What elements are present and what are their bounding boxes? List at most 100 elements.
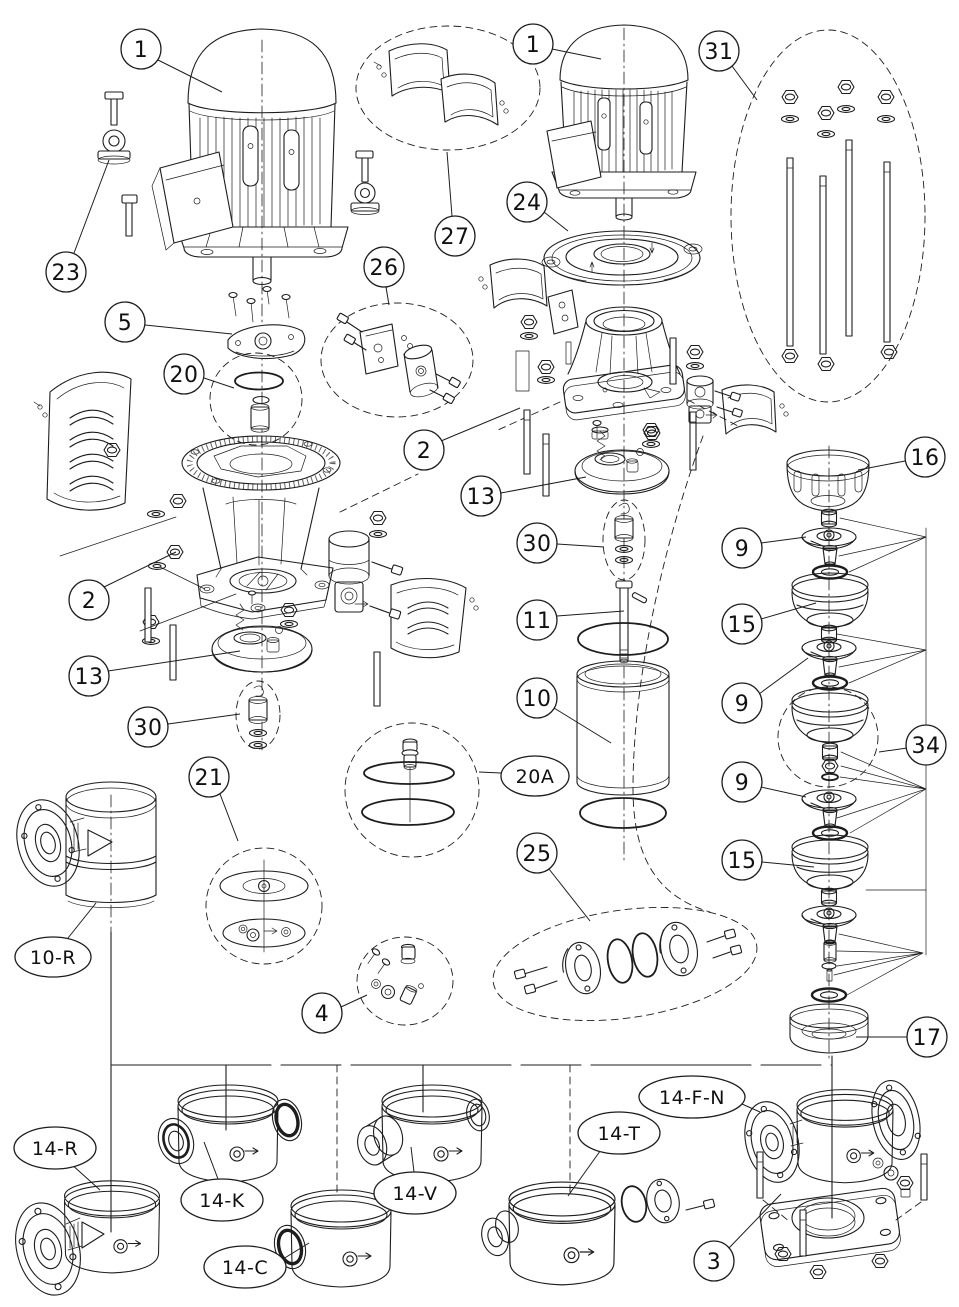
- shroud-left: [33, 371, 132, 511]
- sleeve-10R: [16, 781, 157, 933]
- svg-text:4: 4: [315, 1002, 330, 1027]
- motor-stool-right: [497, 306, 739, 431]
- callout-14-V: 14-V: [373, 1146, 457, 1215]
- shaft-seal-kit-25: [492, 906, 758, 1022]
- chamber-14K: [157, 1084, 303, 1183]
- coupling-guard-kit-27: [355, 25, 541, 151]
- svg-text:14-R: 14-R: [32, 1138, 78, 1160]
- svg-text:3: 3: [707, 1250, 722, 1275]
- svg-text:2: 2: [82, 589, 97, 614]
- chamber-stack: [777, 445, 927, 1059]
- svg-text:30: 30: [523, 532, 552, 557]
- motor-right: [546, 24, 697, 221]
- callout-14-R: 14-R: [13, 1126, 101, 1191]
- callout-17: 17: [856, 1016, 948, 1058]
- svg-text:34: 34: [912, 734, 941, 759]
- svg-text:31: 31: [705, 40, 734, 65]
- clamp-kit-26: [320, 302, 474, 418]
- svg-text:10: 10: [523, 687, 552, 712]
- svg-text:14-C: 14-C: [222, 1257, 268, 1279]
- svg-text:14-V: 14-V: [393, 1183, 438, 1205]
- callout-21: 21: [188, 756, 239, 842]
- suction-cover-13-right: [574, 419, 670, 495]
- drain-valve-left: [328, 530, 404, 620]
- callout-26: 26: [363, 246, 405, 306]
- callout-10: 10: [516, 677, 612, 744]
- clamp-kit-right: [515, 289, 705, 392]
- callout-15: 15: [721, 602, 817, 645]
- svg-text:21: 21: [195, 766, 224, 791]
- svg-text:13: 13: [75, 665, 104, 690]
- pump-head-left: [181, 435, 341, 620]
- callout-25: 25: [516, 832, 591, 922]
- shroud-right-lower: [390, 577, 479, 659]
- tie-bolt-kit-31: [730, 29, 926, 403]
- sleeve-10-with-orings: [576, 435, 711, 913]
- callout-11: 11: [516, 599, 625, 641]
- callout-20: 20: [163, 353, 235, 395]
- pump-shaft-11: [615, 580, 648, 664]
- callout-9: 9: [721, 761, 807, 803]
- callout-14-T: 14-T: [567, 1111, 661, 1197]
- svg-text:26: 26: [370, 256, 399, 281]
- callout-3: 3: [693, 1193, 782, 1282]
- svg-text:30: 30: [134, 716, 163, 741]
- callout-14-F-N: 14-F-N: [638, 1075, 761, 1119]
- head-hardware-left: [59, 442, 419, 707]
- callout-16: 16: [857, 436, 946, 478]
- callout-34: 34: [878, 724, 947, 766]
- svg-text:1: 1: [526, 33, 541, 58]
- callout-5: 5: [104, 301, 233, 343]
- svg-text:9: 9: [735, 537, 750, 562]
- svg-text:5: 5: [118, 311, 133, 336]
- svg-text:24: 24: [513, 191, 542, 216]
- guard-plate-right-upper: [478, 258, 548, 309]
- callout-30: 30: [127, 706, 241, 748]
- callout-14-K: 14-K: [180, 1141, 264, 1222]
- svg-text:14-T: 14-T: [598, 1123, 641, 1145]
- callout-27: 27: [434, 151, 476, 257]
- svg-text:15: 15: [728, 613, 757, 638]
- svg-text:10-R: 10-R: [30, 947, 76, 969]
- callout-13: 13: [68, 650, 241, 697]
- callout-15: 15: [721, 839, 815, 881]
- svg-text:20: 20: [170, 363, 199, 388]
- callout-20A: 20A: [478, 755, 570, 797]
- callout-9: 9: [721, 657, 809, 724]
- bearing-bracket-5: [227, 285, 306, 360]
- svg-text:9: 9: [735, 692, 750, 717]
- callout-1: 1: [120, 28, 223, 93]
- suction-cover-13-left: [211, 590, 313, 673]
- svg-text:15: 15: [728, 849, 757, 874]
- chamber-14T: [481, 1178, 716, 1286]
- callout-2: 2: [403, 407, 521, 471]
- bushing-kit-30-left: [235, 680, 281, 750]
- oring-kit-20A: [344, 722, 480, 858]
- svg-text:14-K: 14-K: [199, 1190, 245, 1212]
- svg-text:2: 2: [417, 439, 432, 464]
- chamber-14V: [357, 1084, 490, 1183]
- callout-9: 9: [721, 527, 807, 569]
- callout-1: 1: [512, 23, 602, 65]
- motor-left: [151, 28, 349, 286]
- drain-valve-right: [686, 375, 743, 424]
- callout-30: 30: [516, 522, 605, 564]
- wear-plate-kit-21: [205, 847, 323, 965]
- oring-kit-20: [209, 352, 303, 446]
- svg-text:16: 16: [911, 446, 940, 471]
- svg-text:1: 1: [134, 38, 149, 63]
- callout-10-R: 10-R: [14, 902, 97, 978]
- plug-kit-4: [356, 936, 454, 1026]
- chamber-14R: [15, 1180, 161, 1296]
- svg-text:14-F-N: 14-F-N: [659, 1087, 725, 1109]
- chamber-14FN: [744, 1080, 921, 1198]
- eyebolt-kit-23: [97, 91, 380, 237]
- callout-13: 13: [460, 475, 587, 517]
- svg-text:20A: 20A: [516, 766, 555, 788]
- svg-text:27: 27: [441, 225, 470, 250]
- base-plate-3: [756, 1151, 928, 1280]
- callout-14-C: 14-C: [203, 1242, 310, 1289]
- svg-text:23: 23: [52, 261, 81, 286]
- callout-24: 24: [506, 181, 569, 232]
